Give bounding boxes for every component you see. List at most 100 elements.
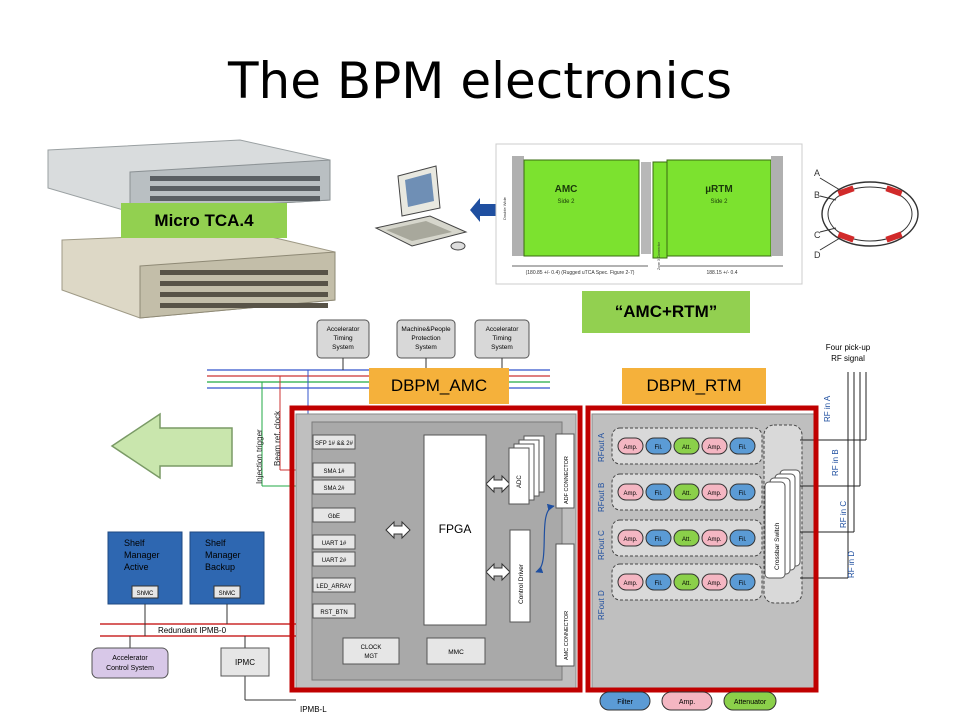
rtm-chain-label: Att. — [682, 491, 691, 497]
rf-out-d: RFout D — [597, 590, 606, 620]
management-bus-lines — [100, 604, 296, 701]
rtm-chain-pill — [701, 529, 728, 547]
rtm-chain-label: Amp. — [623, 537, 637, 543]
rtm-chain-pill — [673, 529, 700, 547]
pickup-note-line2: RF signal — [831, 354, 865, 363]
ipmc-block — [220, 647, 270, 677]
pickup-ring — [819, 177, 919, 251]
legend-filter: Filter — [617, 699, 633, 706]
fpga-block — [423, 434, 487, 626]
rtm-chain-pill — [617, 573, 644, 591]
rtm-chain-pill — [617, 483, 644, 501]
rtm-chain-label: Amp. — [707, 581, 721, 587]
top-system-2-line2: Protection — [411, 335, 441, 342]
rtm-chain-label: Att. — [682, 581, 691, 587]
rtm-chain-pill — [729, 483, 756, 501]
amc-board-side: Side 2 — [557, 199, 575, 205]
clock-mgt-block — [342, 637, 400, 665]
dbpm-rtm-frame — [585, 405, 819, 693]
rtm-chain-label: Fil. — [739, 581, 747, 587]
microtca-crate-top — [47, 139, 331, 213]
rtm-chain-pill — [701, 573, 728, 591]
board-mid-edge-label: Zone 3 Connector — [657, 241, 661, 270]
computer-icon — [374, 165, 468, 251]
top-system-2-line3: System — [415, 344, 437, 351]
accel-control-line1: Accelerator — [112, 655, 148, 662]
rtm-chain-pill — [701, 483, 728, 501]
rtm-chain-pill — [645, 529, 672, 547]
rtm-dimension: 188.15 +/- 0.4 — [707, 270, 738, 276]
rtm-chain-layer: Amp. Fil. Att. Amp. Fil. Amp. Fil. Att. Amp. Fil.… — [617, 437, 756, 591]
rtm-chain-label: Fil. — [655, 491, 663, 497]
rtm-chain-pill — [645, 437, 672, 455]
mmc-block — [426, 637, 486, 665]
rtm-chain-pill — [617, 437, 644, 455]
top-system-3-line2: Timing — [492, 335, 512, 342]
ipmc-label: IPMC — [235, 658, 255, 667]
accel-control-block — [91, 647, 169, 679]
rtm-chain-pill — [673, 483, 700, 501]
board-left-edge-label: Double Wide — [502, 196, 507, 220]
component-legend — [599, 691, 777, 711]
rtm-chain-label: Fil. — [655, 581, 663, 587]
rf-in-lines — [800, 372, 867, 579]
amc-block-sfp: SFP 1# && 2# — [315, 441, 354, 447]
shelf-backup-chip: ShMC — [219, 591, 236, 597]
rtm-chain-pill — [645, 483, 672, 501]
adc-label: ADC — [517, 475, 523, 488]
rf-in-d: RF in D — [847, 551, 856, 578]
amc-peripheral-blocks — [312, 434, 356, 619]
rtm-chain-label: Amp. — [707, 537, 721, 543]
top-system-3-line3: System — [491, 344, 513, 351]
amc-rtm-callout: “AMC+RTM” — [582, 291, 750, 333]
rtm-chain-pill — [673, 573, 700, 591]
crossbar-label: Crossbar Switch — [774, 522, 781, 570]
pickup-label-b: B — [814, 190, 820, 200]
rtm-chain-pill — [673, 437, 700, 455]
control-link-arrow — [535, 503, 555, 574]
shelf-active-line1: Shelf — [124, 538, 145, 548]
redundant-bus-label: Redundant IPMB-0 — [158, 626, 227, 635]
amc-dimension: (180.85 +/- 0.4) (Rugged uTCA Spec. Figu… — [526, 270, 635, 276]
injection-trigger-label: Injection trigger — [255, 429, 264, 484]
rtm-chain-label: Amp. — [623, 445, 637, 451]
top-system-boxes — [316, 319, 530, 359]
amc-block-sma2: SMA 2# — [323, 486, 345, 492]
pickup-label-c: C — [814, 230, 821, 240]
top-system-3-line1: Accelerator — [486, 326, 520, 333]
shelf-backup-line3: Backup — [205, 562, 235, 572]
amc-connector-label: AMC CONNECTOR — [564, 611, 570, 660]
top-system-1-line2: Timing — [333, 335, 353, 342]
rtm-chain-label: Fil. — [739, 537, 747, 543]
control-driver-label: Control Driver — [518, 563, 525, 604]
rtm-chain-label: Fil. — [739, 445, 747, 451]
rf-out-c: RFout C — [597, 530, 606, 560]
shelf-active-chip: ShMC — [137, 591, 154, 597]
top-system-1-line3: System — [332, 344, 354, 351]
amc-rtm-board-drawing — [495, 143, 803, 285]
double-arrow-icons — [385, 474, 511, 582]
rf-in-b: RF in B — [831, 449, 840, 476]
amc-block-sma1: SMA 1# — [323, 469, 345, 475]
clock-mgt-line2: MGT — [364, 654, 378, 660]
pickup-note-line1: Four pick-up — [826, 343, 871, 352]
amc-connector — [555, 543, 575, 667]
pickup-label-a: A — [814, 168, 820, 178]
legend-attenuator: Attenuator — [734, 699, 767, 706]
amc-block-gbe: GbE — [328, 514, 340, 520]
shelf-manager-boxes — [107, 531, 265, 605]
ipmb-l-label: IPMB-L — [300, 705, 327, 714]
rtm-chain-label: Att. — [682, 445, 691, 451]
legend-amp: Amp. — [679, 699, 695, 706]
slide-title: The BPM electronics — [227, 52, 733, 110]
rf-in-c: RF in C — [839, 501, 848, 528]
dbpm-amc-callout: DBPM_AMC — [369, 368, 509, 404]
rtm-chain-label: Fil. — [655, 445, 663, 451]
adf-connector-label: ADF CONNECTOR — [564, 456, 570, 504]
rtm-chain-label: Amp. — [623, 491, 637, 497]
adc-stack — [508, 435, 545, 505]
fpga-label: FPGA — [439, 522, 472, 536]
shelf-active-line2: Manager — [124, 550, 160, 560]
control-driver-block — [509, 529, 531, 623]
dbpm-rtm-callout: DBPM_RTM — [622, 368, 766, 404]
